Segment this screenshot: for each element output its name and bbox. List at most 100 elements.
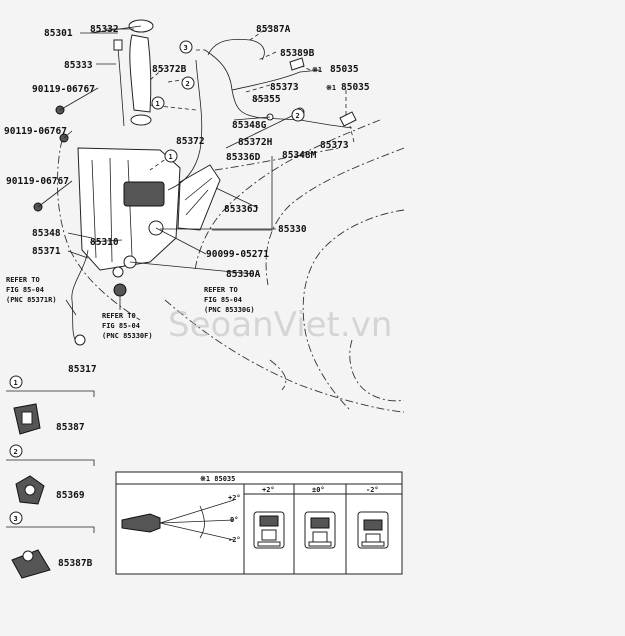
car-lower-line — [269, 359, 287, 391]
refer-right-2: FIG 85-04 — [204, 296, 242, 304]
refer-right-3: (PNC 85330G) — [204, 306, 255, 314]
table-col-minus2: -2° — [366, 486, 379, 494]
legend-item-2: 2 85369 — [6, 444, 95, 505]
hose-branch — [231, 69, 321, 91]
legend-3-part: 85387B — [58, 558, 93, 569]
callout-85336j: 85336J — [224, 204, 258, 215]
callout-85348: 85348 — [32, 228, 61, 239]
filler-grommet — [130, 114, 152, 126]
car-fender-line — [265, 147, 405, 286]
callout-85373-a: 85373 — [270, 82, 299, 93]
harness-lower — [71, 249, 89, 346]
harness-connector — [113, 283, 127, 297]
ref-circle-1b — [164, 149, 178, 163]
washer-tank — [77, 147, 181, 271]
nozzle-front-minus2 — [357, 511, 389, 549]
refer-notes: REFER TO FIG 85-04 (PNC 85371R) REFER TO… — [6, 276, 255, 340]
callout-85372b: 85372B — [152, 64, 187, 75]
car-cowl-line — [214, 147, 341, 171]
angle-zero: 0° — [230, 516, 238, 524]
callout-85333: 85333 — [64, 60, 93, 71]
leader-lines — [37, 25, 355, 275]
angle-minus2: -2° — [228, 536, 241, 544]
legend-2-part: 85369 — [56, 490, 85, 501]
nozzle-a — [289, 57, 305, 71]
legend-item-1: 1 85387 — [6, 375, 95, 435]
callout-85348g: 85348G — [232, 120, 267, 131]
callout-85310: 85310 — [90, 237, 119, 248]
callout-90119-06767-b: 90119-06767 — [4, 126, 67, 137]
legend-1-num: 1 — [14, 379, 18, 387]
callout-90119-06767-a: 90119-06767 — [32, 84, 95, 95]
filler-neck — [129, 34, 152, 113]
level-gauge — [117, 47, 125, 127]
car-hood-line — [194, 119, 381, 271]
star-mark-a: ※1 — [312, 66, 322, 74]
circled-refs: 3 2 1 1 2 — [151, 40, 305, 163]
refer-mid-2: FIG 85-04 — [102, 322, 140, 330]
nozzle-angle-table: ※1 85035 +2° ±0° -2° +2° 0° -2° — [115, 471, 403, 575]
refer-left-2: FIG 85-04 — [6, 286, 44, 294]
callout-85348m: 85348M — [282, 150, 317, 161]
nozzle-b — [339, 111, 357, 127]
table-header: ※1 85035 — [200, 475, 235, 483]
ref-circle-2a-num: 2 — [186, 80, 190, 88]
tank-bracket — [177, 164, 221, 231]
callout-85332: 85332 — [90, 24, 119, 35]
ref-circle-3 — [179, 40, 193, 54]
callout-85355: 85355 — [252, 94, 281, 105]
refer-left-1: REFER TO — [6, 276, 40, 284]
nozzle-side-view — [121, 513, 161, 533]
refer-left-3: (PNC 85371R) — [6, 296, 57, 304]
legend-item-3: 3 85387B — [6, 511, 95, 579]
ref-circle-2b-num: 2 — [296, 112, 300, 120]
car-wheel-arch — [302, 209, 405, 411]
ref-circle-1a — [151, 96, 165, 110]
car-front-line — [57, 139, 141, 321]
nozzle-front-plus2 — [253, 511, 285, 549]
refer-mid-1: REFER TO — [102, 312, 136, 320]
washer-pump — [123, 181, 165, 207]
part-callouts: 85301 85332 85387A 85389B 85333 85372B ※… — [4, 24, 370, 375]
callout-85330a: 85330A — [226, 269, 261, 280]
callout-85389b: 85389B — [280, 48, 315, 59]
callout-85035-a: 85035 — [330, 64, 359, 75]
callout-85035-b: 85035 — [341, 82, 370, 93]
legend-2-num: 2 — [14, 448, 18, 456]
ref-circle-2a — [181, 76, 195, 90]
callout-85371: 85371 — [32, 246, 61, 257]
callout-85372: 85372 — [176, 136, 205, 147]
car-bumper-line — [164, 299, 405, 413]
table-col-plus2: +2° — [262, 486, 275, 494]
nozzle-front-zero — [304, 511, 336, 549]
callout-85372h: 85372H — [238, 137, 273, 148]
callout-85301: 85301 — [44, 28, 73, 39]
angle-plus2: +2° — [228, 494, 241, 502]
refer-mid-3: (PNC 85330F) — [102, 332, 153, 340]
level-gauge-cap — [113, 39, 123, 51]
ref-circle-1b-num: 1 — [169, 153, 173, 161]
car-wheel-inner — [349, 339, 405, 402]
callout-85387a: 85387A — [256, 24, 291, 35]
callout-90119-06767-c: 90119-06767 — [6, 176, 69, 187]
watermark: SeoanViet.vn — [168, 305, 392, 345]
callout-90099-05271: 90099-05271 — [206, 249, 269, 260]
ref-circle-3-num: 3 — [184, 44, 188, 52]
legend-3-num: 3 — [14, 515, 18, 523]
table-col-zero: ±0° — [312, 486, 325, 494]
ref-circle-2b — [291, 108, 305, 122]
callout-85373-b: 85373 — [320, 140, 349, 151]
motor-grommet-b — [112, 266, 124, 278]
hose-down — [167, 59, 203, 191]
harness-end — [74, 334, 86, 346]
callout-85336d: 85336D — [226, 152, 261, 163]
legend-1-part: 85387 — [56, 422, 85, 433]
star-mark-b: ※1 — [326, 84, 336, 92]
callout-85317: 85317 — [68, 364, 97, 375]
hose-upper — [207, 38, 265, 61]
bracket-ribs — [184, 177, 213, 216]
callout-85330: 85330 — [278, 224, 307, 235]
ref-circle-1a-num: 1 — [156, 100, 160, 108]
